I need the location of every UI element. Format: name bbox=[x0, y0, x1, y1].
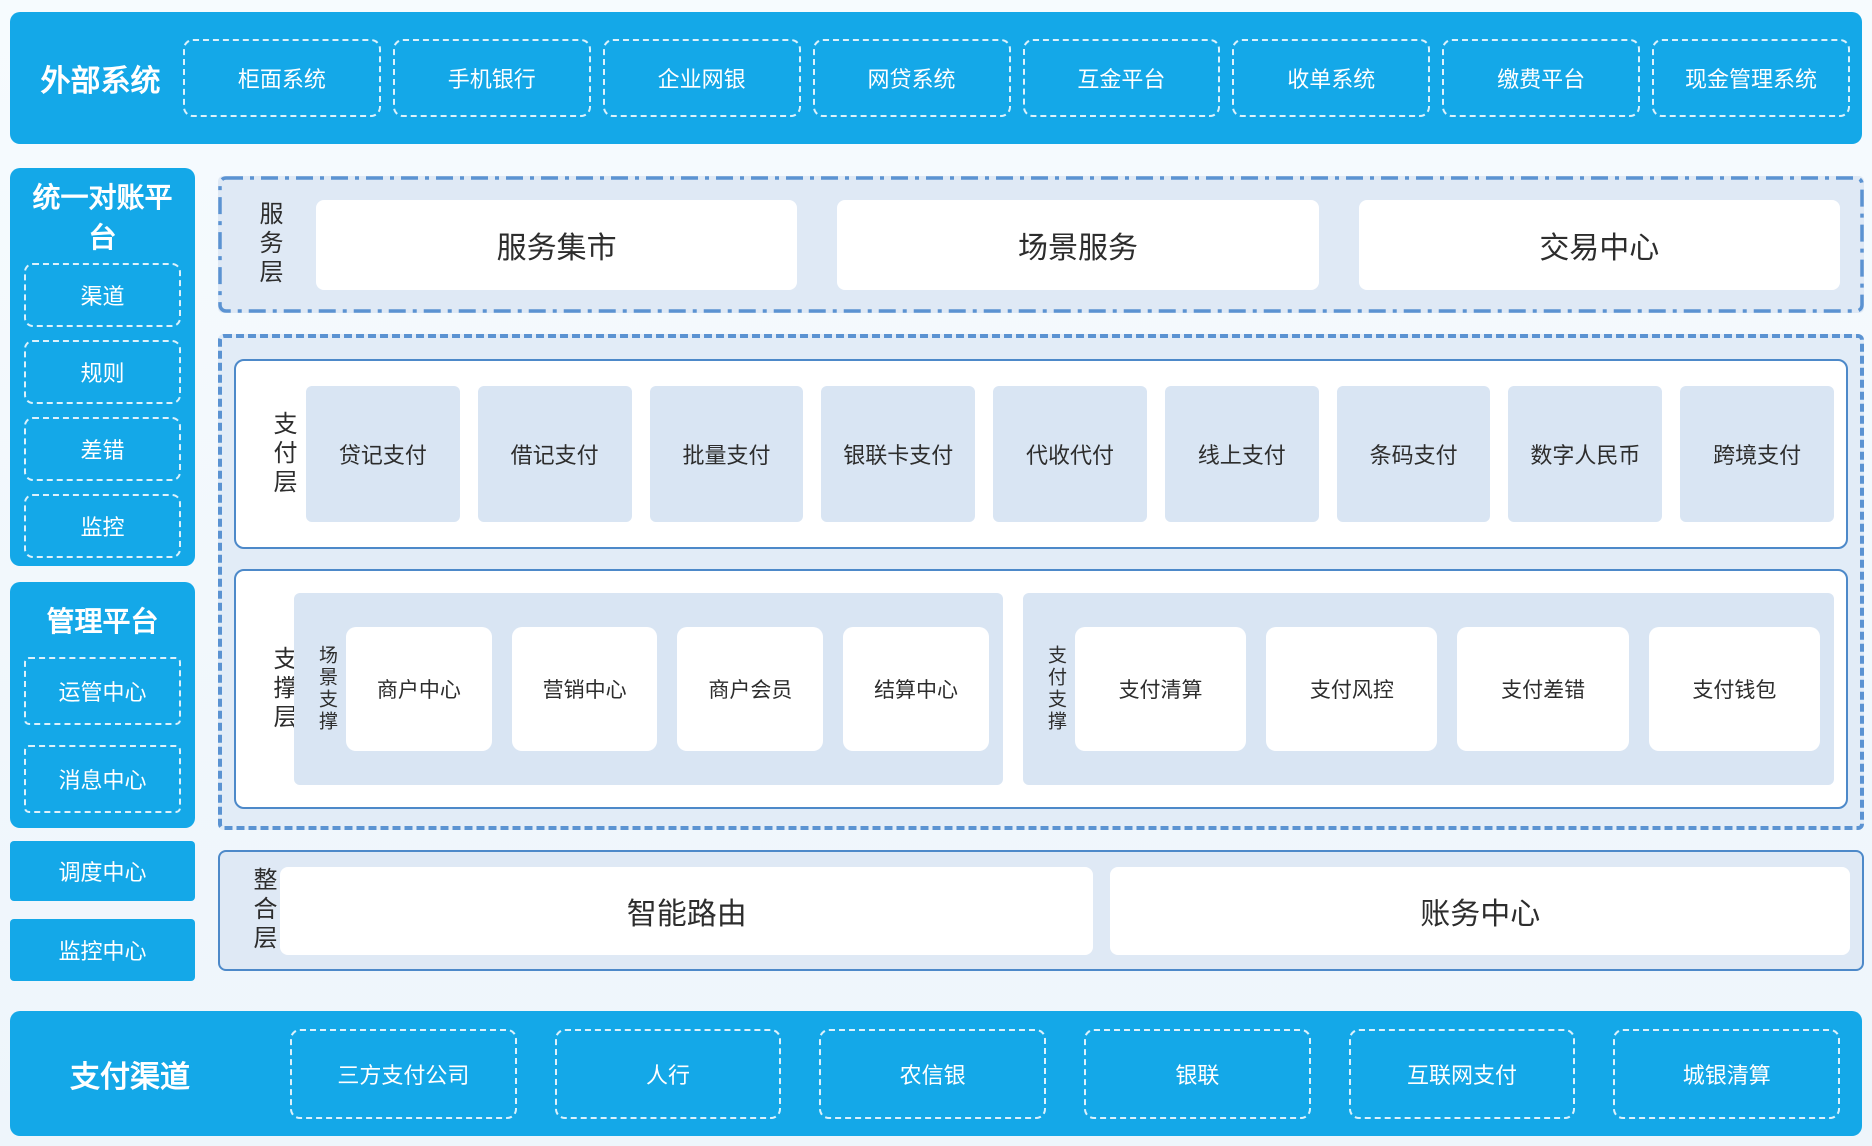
service-layer-items: 服务集市 场景服务 交易中心 bbox=[316, 199, 1840, 290]
management-node: 消息中心 bbox=[24, 745, 181, 813]
payment-node: 贷记支付 bbox=[306, 386, 460, 522]
payment-node: 数字人民币 bbox=[1508, 386, 1663, 522]
payment-node: 条码支付 bbox=[1336, 386, 1491, 522]
payment-layer-items: 贷记支付 借记支付 批量支付 银联卡支付 代收代付 线上支付 条码支付 数字人民… bbox=[306, 386, 1835, 522]
scene-support-items: 商户中心 营销中心 商户会员 结算中心 bbox=[346, 627, 989, 751]
reconciliation-items: 渠道 规则 差错 监控 bbox=[24, 263, 181, 558]
payment-node: 代收代付 bbox=[993, 386, 1147, 522]
payment-node: 银联卡支付 bbox=[821, 386, 976, 522]
scene-support-label: 场景支撑 bbox=[316, 645, 337, 733]
payment-layer: 支付层 贷记支付 借记支付 批量支付 银联卡支付 代收代付 线上支付 条码支付 … bbox=[234, 359, 1848, 549]
payment-channel-node: 人行 bbox=[554, 1028, 782, 1119]
payment-layer-label: 支付层 bbox=[269, 410, 296, 498]
service-layer-label: 服务层 bbox=[255, 201, 282, 288]
main-column: 服务层 服务集市 场景服务 交易中心 支付层 贷记支付 借记支付 批量支付 银联… bbox=[218, 176, 1864, 971]
reconciliation-node: 渠道 bbox=[24, 263, 181, 327]
payment-support-node: 支付差错 bbox=[1457, 627, 1629, 751]
support-layer: 支撑层 场景支撑 商户中心 营销中心 商户会员 结算中心 支付支撑 bbox=[234, 569, 1848, 809]
service-node: 场景服务 bbox=[837, 199, 1319, 290]
payment-channel-node: 银联 bbox=[1084, 1028, 1311, 1119]
support-layer-groups: 场景支撑 商户中心 营销中心 商户会员 结算中心 支付支撑 支付清算 支付风控 bbox=[294, 593, 1834, 785]
management-node: 运管中心 bbox=[24, 657, 181, 725]
scene-support-node: 商户中心 bbox=[346, 627, 492, 751]
accounting-center-node: 账务中心 bbox=[1110, 866, 1850, 955]
payment-channel-node: 农信银 bbox=[819, 1028, 1047, 1119]
service-layer: 服务层 服务集市 场景服务 交易中心 bbox=[218, 176, 1864, 313]
payment-channels-list: 三方支付公司 人行 农信银 银联 互联网支付 城银清算 bbox=[290, 1028, 1841, 1119]
payment-support-node: 支付风控 bbox=[1266, 627, 1438, 751]
external-system-node: 手机银行 bbox=[392, 39, 591, 117]
external-system-node: 互金平台 bbox=[1022, 39, 1221, 117]
payment-channels-title: 支付渠道 bbox=[70, 1060, 190, 1094]
payment-node: 借记支付 bbox=[477, 386, 632, 522]
reconciliation-node: 规则 bbox=[24, 340, 181, 404]
integration-layer: 整合层 智能路由 账务中心 bbox=[218, 850, 1864, 971]
scene-support-group: 场景支撑 商户中心 营销中心 商户会员 结算中心 bbox=[294, 593, 1003, 785]
external-systems-banner: 外部系统 柜面系统 手机银行 企业网银 网贷系统 互金平台 收单系统 缴费平台 … bbox=[10, 12, 1862, 144]
payment-node: 跨境支付 bbox=[1680, 386, 1835, 522]
scene-support-node: 商户会员 bbox=[677, 627, 824, 751]
smart-routing-node: 智能路由 bbox=[280, 866, 1094, 955]
payment-channels-banner: 支付渠道 三方支付公司 人行 农信银 银联 互联网支付 城银清算 bbox=[10, 1011, 1862, 1136]
payment-node: 线上支付 bbox=[1164, 386, 1319, 522]
payment-channel-node: 互联网支付 bbox=[1348, 1028, 1576, 1119]
external-system-node: 企业网银 bbox=[602, 39, 801, 117]
integration-layer-items: 智能路由 账务中心 bbox=[280, 866, 1850, 955]
external-system-node: 现金管理系统 bbox=[1652, 39, 1850, 117]
monitor-center-node: 监控中心 bbox=[10, 919, 195, 981]
payment-support-group: 支付支撑 支付清算 支付风控 支付差错 支付钱包 bbox=[1022, 593, 1834, 785]
service-node: 交易中心 bbox=[1358, 199, 1840, 290]
reconciliation-node: 差错 bbox=[24, 417, 181, 481]
external-system-node: 收单系统 bbox=[1232, 39, 1431, 117]
management-platform-panel: 管理平台 运管中心 消息中心 bbox=[10, 582, 195, 828]
reconciliation-platform-title: 统一对账平台 bbox=[32, 181, 173, 253]
scene-support-node: 营销中心 bbox=[511, 627, 658, 751]
left-column: 统一对账平台 渠道 规则 差错 监控 管理平台 运管中心 消息中心 调度中心 监… bbox=[10, 168, 195, 981]
payment-channel-node: 三方支付公司 bbox=[290, 1028, 517, 1119]
reconciliation-platform-panel: 统一对账平台 渠道 规则 差错 监控 bbox=[10, 168, 195, 566]
service-node: 服务集市 bbox=[316, 199, 798, 290]
management-platform-title: 管理平台 bbox=[46, 605, 159, 637]
external-systems-title: 外部系统 bbox=[40, 65, 161, 98]
external-system-node: 柜面系统 bbox=[183, 39, 381, 117]
payment-support-node: 支付清算 bbox=[1074, 627, 1247, 751]
reconciliation-node: 监控 bbox=[24, 494, 181, 558]
payment-node: 批量支付 bbox=[649, 386, 804, 522]
payment-support-label: 支付支撑 bbox=[1044, 645, 1066, 733]
core-layers-container: 支付层 贷记支付 借记支付 批量支付 银联卡支付 代收代付 线上支付 条码支付 … bbox=[218, 334, 1864, 830]
support-layer-label: 支撑层 bbox=[269, 645, 296, 733]
payment-channel-node: 城银清算 bbox=[1613, 1028, 1841, 1119]
external-systems-list: 柜面系统 手机银行 企业网银 网贷系统 互金平台 收单系统 缴费平台 现金管理系… bbox=[183, 39, 1850, 117]
payment-support-items: 支付清算 支付风控 支付差错 支付钱包 bbox=[1074, 627, 1820, 751]
management-items: 运管中心 消息中心 bbox=[24, 657, 181, 813]
dispatch-center-node: 调度中心 bbox=[10, 841, 195, 901]
external-system-node: 网贷系统 bbox=[812, 39, 1011, 117]
integration-layer-label: 整合层 bbox=[249, 867, 276, 954]
payment-support-node: 支付钱包 bbox=[1648, 627, 1820, 751]
scene-support-node: 结算中心 bbox=[843, 627, 989, 751]
external-system-node: 缴费平台 bbox=[1442, 39, 1641, 117]
